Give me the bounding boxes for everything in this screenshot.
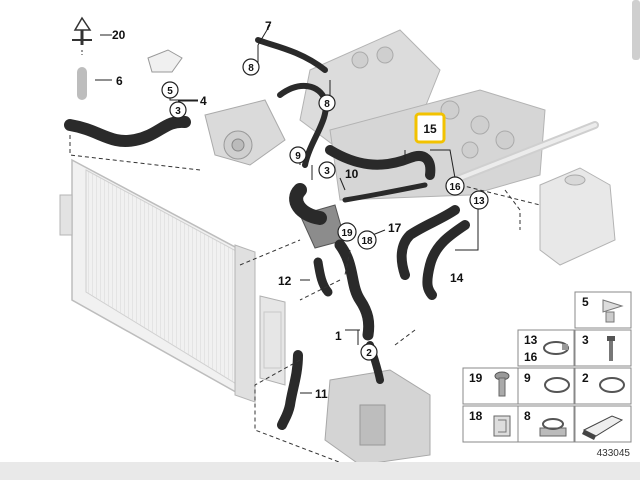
label-6: 6	[116, 74, 123, 88]
label-11: 11	[315, 387, 328, 401]
svg-text:16: 16	[524, 350, 538, 364]
svg-text:18: 18	[469, 409, 483, 423]
callout-3-b: 3	[318, 161, 336, 179]
svg-text:9: 9	[295, 151, 301, 162]
callout-3: 3	[169, 101, 187, 119]
label-4: 4	[200, 94, 207, 108]
svg-text:15: 15	[423, 122, 437, 136]
label-12: 12	[278, 274, 292, 288]
svg-text:2: 2	[366, 348, 372, 359]
svg-text:18: 18	[361, 236, 373, 247]
legend-cell-18: 18	[469, 409, 511, 437]
callout-13: 13	[469, 190, 489, 210]
hose-1	[334, 239, 375, 341]
label-7: 7	[265, 19, 272, 33]
legend-cell-19: 19	[469, 371, 510, 397]
legend-cell-arrow-icon	[582, 415, 624, 440]
label-10: 10	[345, 167, 359, 181]
callout-19: 19	[337, 222, 357, 242]
callout-8-top: 8	[242, 58, 260, 76]
hose-15	[325, 145, 436, 180]
sensor-20	[72, 16, 92, 55]
svg-text:8: 8	[324, 99, 330, 110]
callout-5: 5	[161, 81, 179, 99]
radiator	[59, 158, 256, 403]
coolant-pipe	[451, 121, 599, 184]
legend-cell-9: 9	[524, 371, 570, 393]
callout-9: 9	[289, 146, 307, 164]
legend-cell-2: 2	[582, 371, 625, 393]
legend-cell-3: 3	[582, 333, 615, 361]
lower-manifold	[324, 369, 431, 466]
svg-text:19: 19	[341, 228, 353, 239]
svg-text:13: 13	[473, 196, 485, 207]
hose-4	[64, 115, 191, 147]
svg-text:8: 8	[524, 409, 531, 423]
svg-text:16: 16	[449, 182, 461, 193]
callout-16: 16	[445, 176, 465, 196]
cap-5	[147, 49, 183, 73]
engine-block	[299, 29, 546, 201]
diagram-id: 433045	[596, 448, 630, 459]
svg-text:3: 3	[582, 333, 589, 347]
oil-cooler	[259, 295, 286, 386]
callout-15-highlight: 15	[414, 112, 446, 144]
label-1: 1	[335, 329, 342, 343]
callout-8-mid: 8	[318, 94, 336, 112]
hose-11	[277, 350, 303, 430]
scrollbar[interactable]	[632, 0, 640, 60]
svg-text:5: 5	[582, 295, 589, 309]
svg-text:2: 2	[582, 371, 589, 385]
svg-text:13: 13	[524, 333, 538, 347]
svg-text:8: 8	[248, 63, 254, 74]
svg-text:3: 3	[175, 106, 181, 117]
hose-12	[313, 257, 333, 297]
hose-14a	[396, 205, 460, 280]
hose-main	[289, 183, 327, 225]
water-pump	[204, 99, 286, 166]
svg-text:3: 3	[324, 166, 330, 177]
callout-18: 18	[357, 230, 377, 250]
label-20: 20	[112, 28, 126, 42]
hose-7	[255, 37, 328, 73]
svg-text:9: 9	[524, 371, 531, 385]
label-14: 14	[450, 271, 464, 285]
expansion-tank	[539, 167, 616, 266]
hose-14b	[422, 220, 470, 300]
legend-cell-13-16: 13 16	[524, 333, 569, 364]
label-17: 17	[388, 221, 402, 235]
bottom-bar	[0, 462, 640, 480]
legend-cell-8: 8	[524, 409, 567, 437]
parts-legend: 5 13 16 3 19 9 2 18	[462, 291, 632, 443]
legend-cell-5: 5	[582, 295, 624, 323]
hose-10	[342, 182, 428, 203]
svg-text:19: 19	[469, 371, 483, 385]
callout-2: 2	[360, 343, 378, 361]
svg-text:5: 5	[167, 86, 173, 97]
